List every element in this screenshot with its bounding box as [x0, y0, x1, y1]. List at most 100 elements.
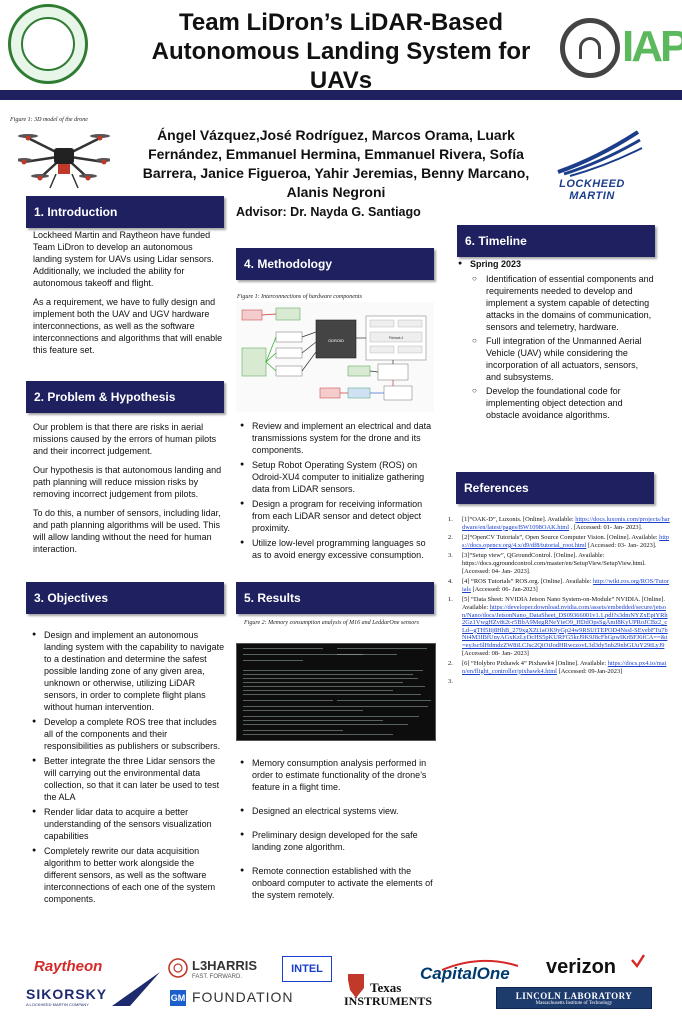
lincoln-laboratory-logo: LINCOLN LABORATORY Massachusetts Institu…	[496, 987, 652, 1009]
hypothesis-paragraph: Our hypothesis is that autonomous landin…	[33, 465, 222, 499]
results-body: Memory consumption analysis performed in…	[238, 757, 434, 904]
timeline-heading: 6. Timeline	[457, 225, 655, 257]
texas-instruments-logo: Texas	[370, 980, 402, 995]
reference-text: [5] “Data Sheet: NVIDIA Jetson Nano Syst…	[462, 596, 666, 611]
drone-3d-image	[18, 134, 110, 189]
lockheed-martin-logo: LOCKHEED MARTIN	[538, 128, 646, 202]
introduction-paragraph: Lockheed Martin and Raytheon have funded…	[33, 230, 214, 288]
hardware-interconnection-diagram: ODROID Pixhawk 4	[236, 302, 434, 412]
timeline-term-label: Spring 2023	[470, 259, 522, 269]
reference-item: 2.[6] “Holybro Pixhawk 4” Pixhawk4 [Onli…	[448, 660, 670, 675]
terminal-text-line	[243, 734, 393, 735]
gm-logo: GM	[170, 990, 186, 1006]
approach-paragraph: To do this, a number of sensors, includi…	[33, 508, 221, 554]
gm-foundation-logo: FOUNDATION	[192, 989, 294, 1005]
objectives-heading: 3. Objectives	[26, 582, 224, 614]
methodology-body: Review and implement an electrical and d…	[238, 420, 434, 564]
sikorsky-tagline: A LOCKHEED MARTIN COMPANY	[26, 1002, 89, 1007]
timeline-body: Spring 2023 Identification of essential …	[456, 258, 654, 424]
objective-item: Completely rewrite our data acquisition …	[30, 845, 226, 905]
introduction-paragraph: As a requirement, we have to fully desig…	[33, 297, 223, 355]
lincoln-laboratory-tagline: Massachusetts Institute of Technology	[535, 1000, 613, 1006]
result-item: Memory consumption analysis performed in…	[238, 757, 434, 793]
result-item: Remote connection established with the o…	[238, 865, 434, 901]
objective-item: Better integrate the three Lidar sensors…	[30, 755, 226, 803]
timeline-item: Develop the foundational code for implem…	[470, 385, 654, 421]
result-item: Preliminary design developed for the saf…	[238, 829, 434, 853]
reference-accessed: [Accessed: 03- Jan- 2023].	[586, 541, 657, 549]
reference-number: 3.	[448, 678, 453, 686]
terminal-text-line	[243, 678, 418, 679]
references-heading: References	[456, 472, 654, 504]
reference-text: [1]“OAK-D”, Luxonis. [Online]. Available…	[462, 516, 576, 523]
reference-item: 1. [5] “Data Sheet: NVIDIA Jetson Nano Sy…	[448, 596, 670, 657]
texas-instruments-logo-2: Instruments	[344, 994, 433, 1008]
reference-item: 3. [3]“Setup view”, QGroundControl. [Onli…	[448, 552, 670, 575]
terminal-text-line	[243, 720, 383, 721]
reference-link[interactable]: https://docs.opencv.org/4.x/d9/df8/tutor…	[462, 534, 670, 549]
terminal-screenshot-image	[236, 643, 436, 741]
methodology-item: Setup Robot Operating System (ROS) on Od…	[238, 459, 434, 495]
verizon-check-icon	[631, 954, 646, 969]
l3harris-emblem-icon	[168, 958, 188, 978]
result-item: Designed an electrical systems view.	[238, 805, 434, 817]
references-list: 1. [1]“OAK-D”, Luxonis. [Online]. Availab…	[448, 516, 670, 685]
reference-link[interactable]: https://developer.download.nvidia.com/as…	[462, 603, 668, 649]
timeline-item: Full integration of the Unmanned Aerial …	[470, 335, 654, 383]
objective-item: Render lidar data to acquire a better un…	[30, 806, 226, 842]
objective-item: Design and implement an autonomous landi…	[30, 629, 226, 713]
raytheon-logo: Raytheon	[34, 958, 103, 975]
timeline-item: Identification of essential components a…	[470, 273, 654, 333]
sikorsky-swoosh-icon	[112, 972, 160, 1006]
intel-logo-text: INTEL	[291, 963, 323, 975]
terminal-text-line	[243, 690, 393, 691]
introduction-body: Lockheed Martin and Raytheon have funded…	[33, 229, 223, 363]
terminal-text-line	[243, 724, 408, 725]
problem-heading: 2. Problem & Hypothesis	[26, 381, 224, 413]
reference-item: 2.[2]“OpenCV Tutorials”, Open Source Com…	[448, 534, 670, 549]
terminal-text-line	[243, 730, 343, 731]
iap-logo-text: IAP	[622, 22, 682, 71]
reference-link[interactable]: http://wiki.ros.org/ROS/Tutorials	[462, 578, 669, 593]
terminal-text-line	[243, 682, 403, 683]
lockheed-martin-text: LOCKHEED MARTIN	[559, 178, 625, 202]
reference-number: 2.	[448, 660, 453, 668]
terminal-text-line	[243, 648, 323, 649]
verizon-logo: verizon	[546, 956, 617, 978]
poster-header: Team LiDron’s LiDAR-Based Autonomous Lan…	[0, 0, 682, 100]
terminal-text-line	[243, 660, 303, 661]
texas-instruments-emblem-icon	[348, 974, 364, 998]
reference-item: 1.[1]“OAK-D”, Luxonis. [Online]. Availab…	[448, 516, 670, 531]
reference-number: 4.	[448, 578, 453, 586]
reference-link[interactable]: https://docs.px4.io/main/en/flight_contr…	[462, 660, 667, 675]
reference-accessed: [Accessed: 06- Jan-2023]	[470, 585, 538, 593]
results-figure-caption: Figure 2: Memory consumption analysis of…	[244, 620, 419, 626]
l3harris-logo: L3HARRIS	[192, 958, 258, 973]
objective-item: Develop a complete ROS tree that include…	[30, 716, 226, 752]
reference-number: 2.	[448, 534, 453, 542]
diagram-odroid-label: ODROID	[328, 338, 344, 343]
reference-text: [3]“Setup view”, QGroundControl. [Online…	[462, 552, 646, 575]
problem-body: Our problem is that there are risks in a…	[33, 421, 223, 562]
objectives-body: Design and implement an autonomous landi…	[30, 629, 226, 908]
terminal-text-line	[243, 670, 423, 671]
terminal-text-line	[337, 648, 427, 649]
terminal-text-line	[243, 700, 333, 701]
reference-accessed: [Accessed: 08- Jan- 2023]	[462, 649, 529, 657]
reference-number: 3.	[448, 552, 453, 560]
reference-number: 1.	[448, 596, 453, 604]
terminal-text-line	[337, 654, 397, 655]
advisor: Advisor: Dr. Nayda G. Santiago	[236, 205, 421, 219]
timeline-term: Spring 2023 Identification of essential …	[456, 258, 654, 421]
methodology-heading: 4. Methodology	[236, 248, 434, 280]
reference-accessed: . [Accessed: 01- Jan- 2023].	[569, 523, 643, 531]
uprm-seal-logo	[8, 4, 88, 84]
reference-item: 4.[4] “ROS Tutorials” ROS.org. [Online].…	[448, 578, 670, 593]
results-heading: 5. Results	[236, 582, 434, 614]
reference-accessed: [Accessed: 09-Jan-2023]	[556, 667, 623, 675]
methodology-figure-caption: Figure 1: Interconnections of hardware c…	[237, 294, 362, 300]
terminal-text-line	[243, 710, 363, 711]
l3harris-tagline: FAST. FORWARD.	[192, 974, 243, 980]
methodology-item: Review and implement an electrical and d…	[238, 420, 434, 456]
reference-link[interactable]: https://docs.luxonis.com/projects/hardwa…	[462, 516, 670, 531]
